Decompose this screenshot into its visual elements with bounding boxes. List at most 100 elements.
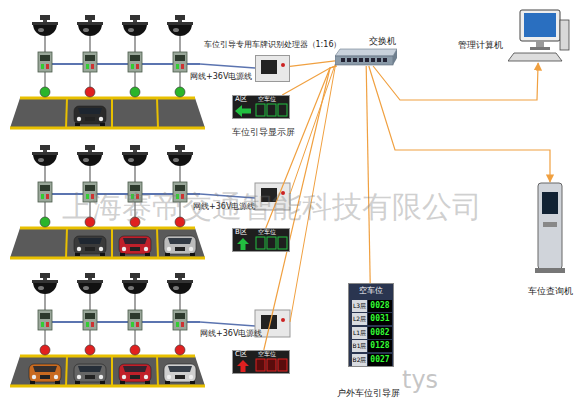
kiosk-base [535,268,565,273]
car [74,236,106,256]
green-light [40,217,50,227]
network-connector [366,66,370,283]
red-light [85,345,95,355]
up-arrow [237,238,249,250]
cable-label: 网线+36V电源线 [190,73,252,81]
screen-frame [233,229,290,252]
floor-row: L3层0028 [352,300,392,312]
board-title: 户外车位引导屏 [337,389,400,398]
car [119,364,151,384]
switch-port [341,58,345,62]
digit-cell [256,104,265,116]
car [74,364,106,384]
car [74,106,106,126]
digit-cell [256,359,265,371]
network-line [290,62,336,322]
digit-cell [278,237,287,249]
switch-port [377,58,381,62]
red-light [40,345,50,355]
switch-port [359,58,363,62]
red-light [130,345,140,355]
processor-label: 车位引导专用车牌识别处理器（1:16） [204,41,342,49]
pc-tower [560,20,569,50]
red-light [85,217,95,227]
red-light [130,217,140,227]
switch-port [353,58,357,62]
processor-screen [261,60,277,74]
floor-label: B1层 [352,340,367,352]
screen-title: 车位引导显示屏 [232,128,295,137]
switch-port [371,58,375,62]
vacancy-count: 0128 [368,340,392,352]
car [164,236,196,256]
network-connector [266,66,337,228]
car [29,364,61,384]
floor-label: L2层 [352,313,367,325]
left-arrow [235,105,251,117]
switch-port [365,58,369,62]
switch-label: 交换机 [369,37,396,46]
parking-row [10,15,255,128]
switch-side [393,49,397,65]
processor-body [256,56,290,82]
kiosk-body [538,183,562,269]
floor-row: L2层0031 [352,313,392,325]
digit-cell [267,237,276,249]
parking-row [10,273,255,386]
computer-label: 管理计算机 [458,41,503,50]
vacancy-count: 0082 [368,327,392,339]
monitor-screen [524,13,556,37]
guide-screen: A区空车位车位引导显示屏 [232,95,290,119]
switch-box: 交换机 [335,48,397,66]
processor-box [255,55,290,82]
red-light [175,217,185,227]
monitor-stand [536,41,544,47]
red-light [85,87,95,97]
cable-label: 网线+36V电源线 [200,330,262,338]
digit-cell [267,359,276,371]
processor-box [255,183,290,210]
keyboard [508,53,562,61]
screen-caption: 空车位 [258,351,276,357]
processor-led [281,63,285,67]
vacancy-count: 0027 [368,354,392,366]
kiosk-slot [543,222,557,227]
monitor-base [530,47,550,50]
guide-screen: C区空车位 [232,350,290,374]
green-light [40,87,50,97]
zone-label: A区 [235,96,247,103]
car [164,364,196,384]
watermark: 上海赛帝交通智能科技有限公司 [62,192,482,222]
parking-row [10,145,255,258]
kiosk-label: 车位查询机 [528,287,573,296]
switch-port [347,58,351,62]
floor-label: L3层 [352,300,367,312]
switch-top [335,49,397,56]
network-connector [290,61,335,67]
switch-port [383,58,387,62]
computer-node: 管理计算机 [508,8,570,63]
digit-cell [278,359,287,371]
screen-frame [233,351,290,374]
parking-row [10,145,255,258]
vacancy-count: 0028 [368,300,392,312]
kiosk-screen [542,192,558,214]
screen-caption: 空车位 [258,229,276,235]
car [119,236,151,256]
zone-label: B区 [235,229,247,236]
board-header: 空车位 [349,287,393,295]
screen-frame [233,96,290,119]
guide-screen: B区 空车位 [232,228,290,252]
processor-box: 车位引导专用车牌识别处理器（1:16） [255,55,290,82]
screen-caption: 空车位 [258,96,276,102]
floor-row: B2层0027 [352,354,392,366]
floor-label: L1层 [352,327,367,339]
red-light [175,345,185,355]
network-connector [373,63,538,100]
green-light [130,87,140,97]
green-light [175,87,185,97]
network-line [290,62,336,194]
parking-row [10,15,255,128]
